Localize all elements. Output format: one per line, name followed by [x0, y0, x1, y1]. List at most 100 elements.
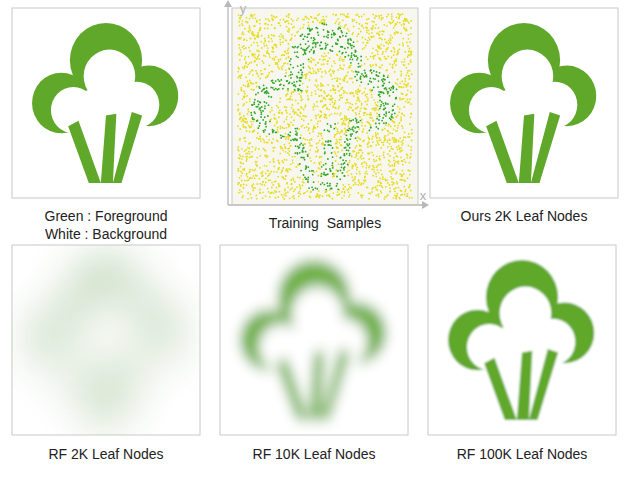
training-sample	[390, 39, 392, 41]
training-sample	[343, 120, 345, 122]
training-sample	[363, 91, 365, 93]
training-sample	[301, 118, 303, 120]
training-sample	[317, 85, 319, 87]
training-sample	[393, 128, 395, 130]
training-sample	[391, 18, 393, 20]
training-sample	[271, 70, 273, 72]
training-sample	[313, 51, 315, 53]
training-sample	[268, 139, 270, 141]
training-sample	[358, 28, 360, 30]
training-sample	[399, 22, 401, 24]
training-sample	[267, 19, 269, 21]
training-sample	[369, 39, 371, 41]
training-sample	[324, 19, 326, 21]
training-sample	[376, 113, 378, 115]
training-sample	[343, 27, 345, 29]
training-sample	[256, 183, 258, 185]
training-sample	[243, 125, 245, 127]
training-sample	[340, 132, 342, 134]
training-sample	[299, 188, 301, 190]
training-sample	[376, 155, 378, 157]
training-sample	[321, 71, 323, 73]
training-sample	[346, 92, 348, 94]
training-sample	[297, 65, 299, 67]
training-sample	[365, 167, 367, 169]
training-sample	[261, 173, 263, 175]
training-sample	[401, 113, 403, 115]
training-sample	[279, 98, 281, 100]
training-sample	[252, 33, 254, 35]
training-sample	[315, 44, 317, 46]
training-sample	[323, 164, 325, 166]
training-sample	[361, 119, 363, 121]
training-sample	[371, 89, 373, 91]
training-sample	[302, 75, 304, 77]
training-sample	[373, 120, 375, 122]
training-sample	[269, 56, 271, 58]
training-sample	[403, 98, 405, 100]
training-sample	[257, 57, 259, 59]
training-sample	[251, 118, 253, 120]
training-sample	[335, 14, 337, 16]
training-sample	[351, 78, 353, 80]
training-sample	[355, 90, 357, 92]
training-sample	[356, 169, 358, 171]
training-sample	[300, 77, 302, 79]
training-sample	[343, 79, 345, 81]
training-sample	[290, 71, 292, 73]
training-sample	[324, 129, 326, 131]
training-sample	[356, 22, 358, 24]
training-sample	[247, 85, 249, 87]
training-sample	[346, 153, 348, 155]
training-sample	[385, 41, 387, 43]
training-sample	[369, 165, 371, 167]
training-sample	[247, 147, 249, 149]
training-sample	[269, 161, 271, 163]
training-sample	[384, 107, 386, 109]
training-sample	[354, 176, 356, 178]
training-sample	[308, 129, 310, 131]
training-sample	[263, 88, 265, 90]
training-sample	[342, 19, 344, 21]
training-sample	[311, 16, 313, 18]
training-sample	[317, 20, 319, 22]
training-sample	[360, 60, 362, 62]
training-sample	[370, 69, 372, 71]
training-sample	[379, 57, 381, 59]
training-sample	[241, 20, 243, 22]
training-sample	[324, 144, 326, 146]
training-sample	[318, 162, 320, 164]
training-sample	[240, 171, 242, 173]
training-sample	[239, 189, 241, 191]
training-sample	[342, 86, 344, 88]
training-sample	[259, 29, 261, 31]
training-sample	[252, 83, 254, 85]
training-sample	[332, 45, 334, 47]
training-sample	[387, 140, 389, 142]
training-sample	[253, 175, 255, 177]
training-sample	[407, 99, 409, 101]
training-sample	[351, 55, 353, 57]
training-sample	[379, 100, 381, 102]
training-sample	[267, 28, 269, 30]
training-sample	[411, 129, 413, 131]
training-sample	[295, 128, 297, 130]
training-sample	[261, 47, 263, 49]
training-sample	[249, 100, 251, 102]
training-sample	[319, 168, 321, 170]
training-sample	[287, 88, 289, 90]
training-sample	[387, 182, 389, 184]
training-sample	[302, 179, 304, 181]
training-sample	[387, 141, 389, 143]
training-sample	[264, 184, 266, 186]
training-sample	[255, 106, 257, 108]
tree-part	[101, 351, 116, 420]
training-sample	[316, 188, 318, 190]
training-sample	[395, 173, 397, 175]
training-sample	[391, 16, 393, 18]
training-sample	[351, 70, 353, 72]
training-sample	[330, 69, 332, 71]
training-sample	[397, 149, 399, 151]
training-sample	[375, 104, 377, 106]
training-sample	[304, 50, 306, 52]
